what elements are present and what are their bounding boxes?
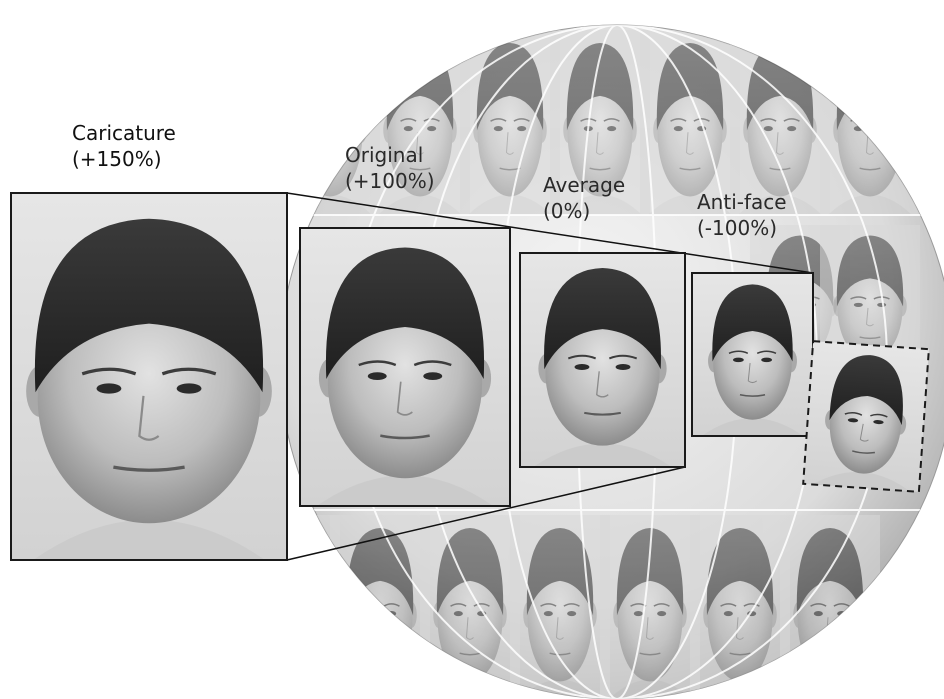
extended-antiface-image xyxy=(812,355,910,492)
label-average-name: Average xyxy=(543,173,626,197)
original-face-image xyxy=(316,247,494,506)
label-average: Average (0%) xyxy=(543,172,625,224)
sphere-face-tile xyxy=(690,515,790,699)
label-antiface-name: Anti-face xyxy=(697,190,787,214)
antiface-face-image xyxy=(701,284,804,436)
sphere-face-image xyxy=(468,42,552,215)
label-original-value: (+100%) xyxy=(345,169,435,193)
label-caricature-value: (+150%) xyxy=(72,147,162,171)
sphere-face-tile xyxy=(820,30,920,215)
label-caricature: Caricature (+150%) xyxy=(72,120,176,172)
sphere-face-tile xyxy=(330,515,430,699)
caricature-face-frame xyxy=(10,192,288,561)
label-caricature-name: Caricature xyxy=(72,121,176,145)
projection-lines xyxy=(286,192,814,561)
sphere-face-tile xyxy=(780,515,880,699)
sphere-face-tile xyxy=(510,515,610,699)
label-original-name: Original xyxy=(345,143,424,167)
caricature-face-image xyxy=(26,218,272,560)
antiface-face-frame xyxy=(691,272,814,437)
label-antiface: Anti-face (-100%) xyxy=(697,189,787,241)
sphere-face-tile xyxy=(730,30,830,215)
average-face-image xyxy=(533,267,672,467)
sphere-face-tile xyxy=(640,30,740,215)
label-antiface-value: (-100%) xyxy=(697,216,777,240)
label-average-value: (0%) xyxy=(543,199,591,223)
average-face-frame xyxy=(519,252,686,468)
extended-antiface-frame xyxy=(802,340,930,493)
label-original: Original (+100%) xyxy=(345,142,435,194)
sphere-face-tile xyxy=(420,515,520,699)
original-face-frame xyxy=(299,227,511,507)
